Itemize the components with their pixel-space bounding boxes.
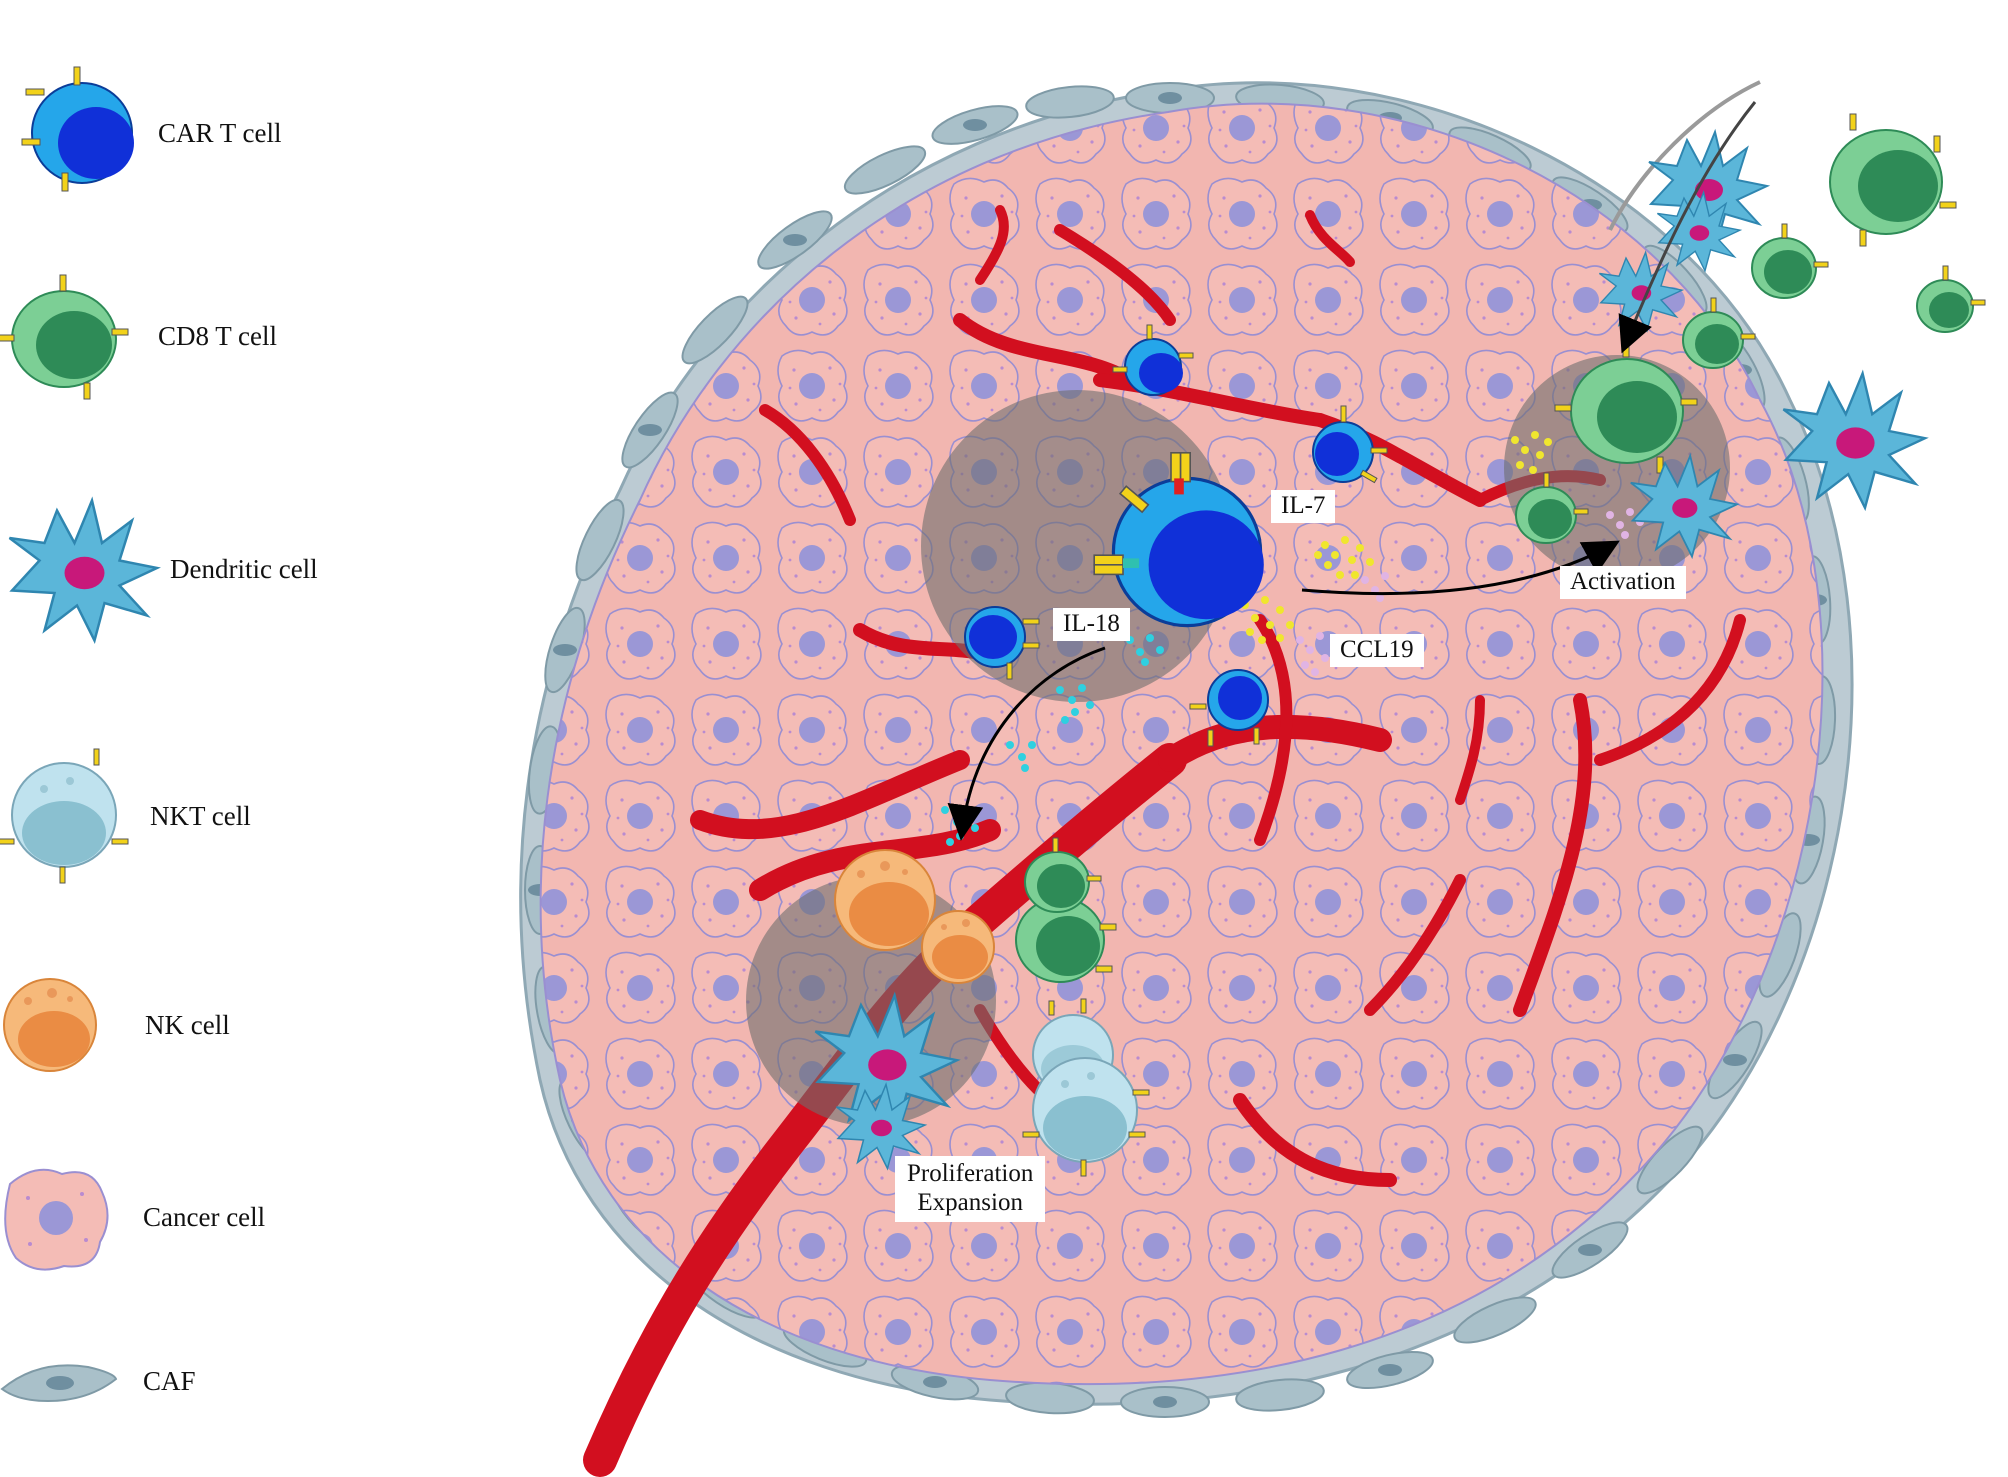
legend-label-caf: CAF — [143, 1366, 196, 1396]
label-proliferation: Proliferation — [907, 1160, 1034, 1187]
legend-nkt-icon — [0, 748, 129, 884]
dendritic-cell-2 — [1782, 369, 1929, 512]
nk-cell-small — [921, 910, 995, 984]
nk-cell-large — [834, 849, 936, 951]
legend-label-cd8-t: CD8 T cell — [158, 321, 277, 351]
legend-label-car-t: CAR T cell — [158, 118, 282, 148]
il18-arrow — [947, 646, 1106, 841]
cd8-t-cell-outside-4 — [1916, 265, 1986, 333]
ccl19-dots — [1296, 508, 1644, 676]
nkt-cell-front — [1022, 1057, 1150, 1177]
legend-label-dendritic: Dendritic cell — [170, 554, 318, 584]
label-proliferation-expansion: Proliferation Expansion — [895, 1156, 1046, 1222]
car-t-cell-bottom — [1189, 669, 1269, 747]
legend-label-nk: NK cell — [145, 1010, 230, 1040]
cd8-t-cell-small — [1515, 472, 1589, 544]
label-expansion: Expansion — [917, 1188, 1023, 1216]
activation-arrow — [1301, 540, 1620, 596]
legend-caf-icon — [0, 1364, 118, 1403]
dendritic-cell-6 — [814, 991, 961, 1134]
entry-trajectory — [1608, 80, 1761, 231]
dendritic-cell-7 — [836, 1082, 928, 1171]
legend-nk-icon — [3, 978, 97, 1072]
car-t-cell-top — [1112, 324, 1194, 396]
legend-label-nkt: NKT cell — [150, 801, 251, 831]
entry-arrow — [1618, 101, 1757, 354]
legend-icons — [0, 66, 161, 1403]
cd8-t-cell-outside-3 — [1682, 297, 1756, 369]
car-t-cells — [964, 324, 1388, 747]
legend-label-cancer: Cancer cell — [143, 1202, 266, 1232]
label-activation: Activation — [1560, 566, 1686, 599]
dendritic-cells — [814, 128, 1929, 1171]
car-t-cell-left — [964, 606, 1040, 680]
cd8-t-cell-outside-2 — [1751, 223, 1829, 299]
cd8-t-cell-outside-1 — [1829, 113, 1957, 247]
dendritic-cell-4 — [1656, 190, 1743, 273]
legend-car-t-icon — [21, 66, 134, 192]
cd8-t-cell-activation — [1554, 340, 1698, 474]
cd8-t-cell-prolif-1 — [1015, 897, 1117, 983]
legend-cancer-icon — [4, 1168, 109, 1271]
arrows — [947, 101, 1757, 841]
nkt-cells — [1022, 998, 1150, 1177]
car-t-cell-right — [1312, 405, 1388, 484]
dendritic-cell-3 — [1630, 452, 1740, 560]
label-il18: IL-18 — [1053, 608, 1130, 641]
label-il7: IL-7 — [1271, 490, 1336, 523]
car-t-cell-main — [1093, 451, 1264, 628]
legend-cd8-t-icon — [0, 274, 129, 400]
cd8-t-cell-prolif-2 — [1024, 837, 1102, 913]
legend-dendritic-icon — [8, 496, 161, 645]
cd8-t-cells — [1015, 113, 1986, 983]
nk-cells — [834, 849, 995, 984]
label-ccl19: CCL19 — [1330, 634, 1424, 667]
